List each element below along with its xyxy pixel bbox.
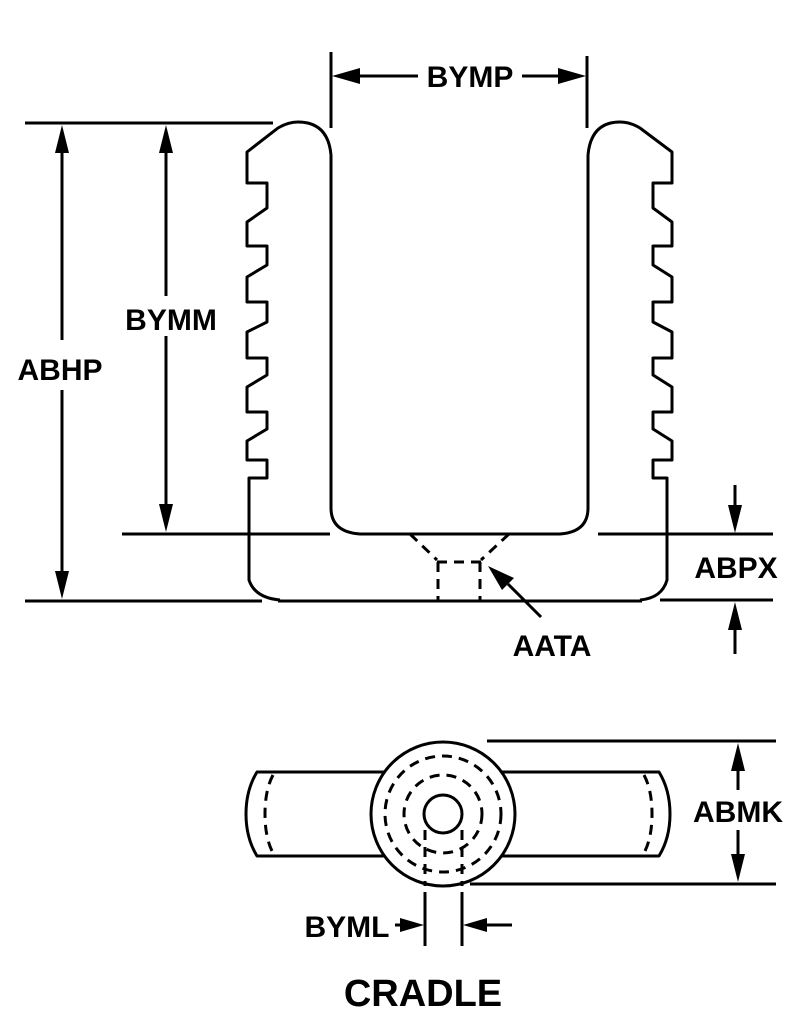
arrow-down-icon [159,504,173,532]
arrow-down-icon [728,505,742,533]
arrow-up-icon [159,125,173,153]
arrow-down-icon [731,854,745,882]
hub-hidden-circle-outer [383,754,503,874]
label-aata: AATA [513,630,592,663]
dimension-abhp: ABHP [17,121,273,603]
dimension-abpx: ABPX [598,485,778,654]
hub-hidden-circle-inner [402,773,484,855]
leader-line [506,582,543,619]
label-abmk: ABMK [693,796,783,829]
dimension-bymp: BYMP [329,52,589,128]
hidden-countersink-left [408,532,439,562]
label-abpx: ABPX [694,552,777,585]
right-arm-hidden-edge [642,774,654,854]
arrow-pointer-icon [488,566,514,590]
arrow-right-icon [558,68,586,84]
arrow-down-icon [55,571,69,599]
hub-through-hole [422,793,464,835]
front-view [245,120,674,603]
label-bymp: BYMP [427,61,514,94]
label-byml: BYML [305,911,390,944]
label-abhp: ABHP [17,354,102,387]
drawing-title: CRADLE [344,973,502,1015]
arrow-up-icon [731,743,745,771]
hidden-countersink-right [479,532,511,562]
label-bymm: BYMM [125,304,217,337]
arrow-right-icon [400,918,424,932]
right-wall-outline [586,120,674,602]
left-arm-outline [244,770,398,858]
dimension-byml: BYML [305,892,512,946]
inner-channel [329,155,590,536]
arrow-up-icon [55,125,69,153]
leader-aata: AATA [488,566,591,663]
hub-outer-circle [369,740,517,888]
right-arm-outline [498,770,672,858]
arrow-left-icon [463,918,487,932]
dimension-bymm: BYMM [122,125,330,536]
arrow-up-icon [728,602,742,630]
left-arm-hidden-edge [263,774,275,854]
left-wall-outline [245,120,333,602]
top-view [244,740,672,888]
arrow-left-icon [332,68,360,84]
dimension-abmk: ABMK [470,739,783,886]
